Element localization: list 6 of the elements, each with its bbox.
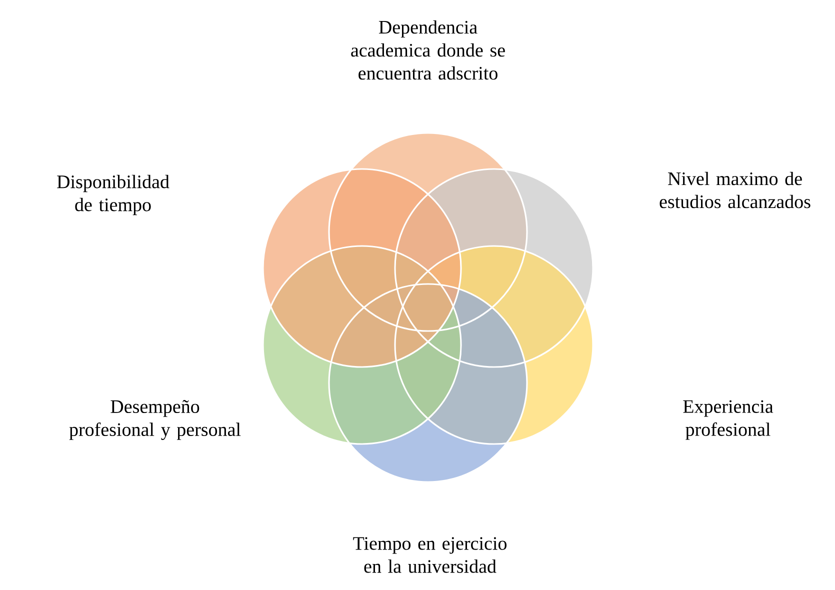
circle-label: Nivel maximo de estudios alcanzados [660, 172, 810, 208]
circle-label: Tiempo en ejercicio en la universidad [353, 537, 506, 573]
circle-label: Desempeño profesional y personal [69, 400, 241, 440]
circle-label: Disponibilidad de tiempo [57, 174, 170, 216]
circle-label: Dependencia academica donde se encuentra adscrito [351, 20, 505, 80]
circle-label: Experiencia profesional [683, 400, 774, 440]
